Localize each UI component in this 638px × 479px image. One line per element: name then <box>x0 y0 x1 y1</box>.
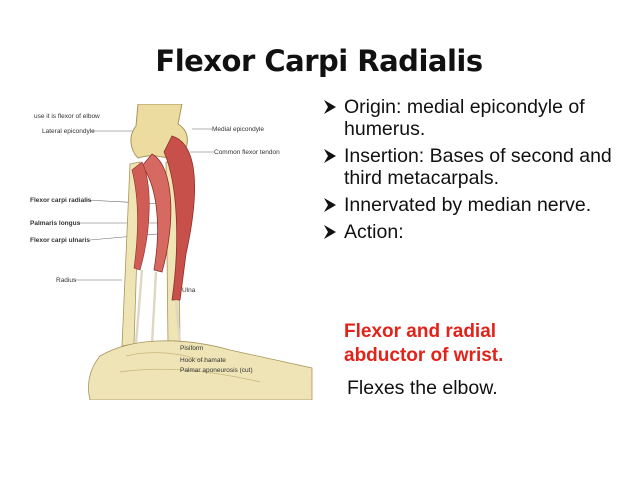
bullet-list: Origin: medial epicondyle of humerus. In… <box>322 96 622 248</box>
figure-label: Common flexor tendon <box>214 149 280 156</box>
figure-label: Pisiform <box>180 345 203 352</box>
figure-label: Lateral epicondyle <box>42 128 95 135</box>
figure-label: Hook of hamate <box>180 357 226 364</box>
bullet-item: Insertion: Bases of second and third met… <box>322 145 622 189</box>
arrowhead-bullet-icon <box>324 100 336 114</box>
arrowhead-bullet-icon <box>324 198 336 212</box>
action-elbow-line: Flexes the elbow. <box>347 377 498 399</box>
action-highlight-line-2: abductor of wrist. <box>344 345 504 366</box>
figure-label: Radius <box>56 277 77 284</box>
bullet-text-insertion: Insertion: Bases of second and third met… <box>344 145 612 189</box>
forearm-anatomy-illustration: use it is flexor of elbow Lateral epicon… <box>30 103 316 401</box>
figure-label: Palmar aponeurosis (cut) <box>180 367 253 374</box>
bullet-item: Origin: medial epicondyle of humerus. <box>322 96 622 140</box>
bullet-text-innervation: Innervated by median nerve. <box>344 194 592 216</box>
arrowhead-bullet-icon <box>324 225 336 239</box>
figure-label: Flexor carpi radialis <box>30 197 92 204</box>
bullet-item: Action: <box>322 221 622 243</box>
figure-label: use it is flexor of elbow <box>34 113 100 120</box>
slide-title: Flexor Carpi Radialis <box>155 44 483 78</box>
arrowhead-bullet-icon <box>324 149 336 163</box>
bullet-text-action: Action: <box>344 221 404 243</box>
bullet-item: Innervated by median nerve. <box>322 194 622 216</box>
figure-label: Palmaris longus <box>30 220 81 227</box>
action-highlight-line-1: Flexor and radial <box>344 321 497 342</box>
figure-label: Medial epicondyle <box>212 126 264 133</box>
figure-label: Ulna <box>182 287 196 294</box>
bullet-text-origin: Origin: medial epicondyle of humerus. <box>344 96 585 140</box>
forearm-drawing: use it is flexor of elbow Lateral epicon… <box>30 103 313 401</box>
figure-label: Flexor carpi ulnaris <box>30 237 90 244</box>
